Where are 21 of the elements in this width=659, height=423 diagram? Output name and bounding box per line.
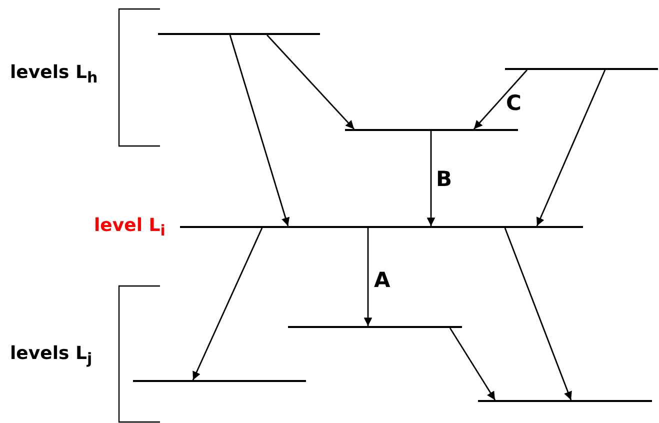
energy-level-line [345, 129, 518, 131]
energy-level-line [133, 380, 306, 382]
energy-level-line [288, 326, 462, 328]
edge-label: C [506, 92, 522, 114]
arrow [426, 131, 436, 226]
arrow [536, 70, 606, 226]
level-label: level L$_{i}$ [94, 215, 166, 242]
arrow [266, 34, 355, 130]
arrow [449, 328, 496, 400]
level-group-label: levels L$_{j}$ [10, 343, 92, 370]
energy-level-line [478, 400, 652, 402]
edge-label: B [436, 168, 452, 190]
energy-level-line [158, 33, 320, 35]
arrow [473, 70, 528, 130]
arrow [364, 228, 372, 326]
energy-level-line [505, 68, 658, 70]
arrow [192, 228, 263, 380]
arrow [229, 34, 290, 226]
edge-label: A [374, 269, 390, 291]
level-group-label: levels L$_{h}$ [10, 62, 98, 89]
arrow [504, 228, 572, 400]
